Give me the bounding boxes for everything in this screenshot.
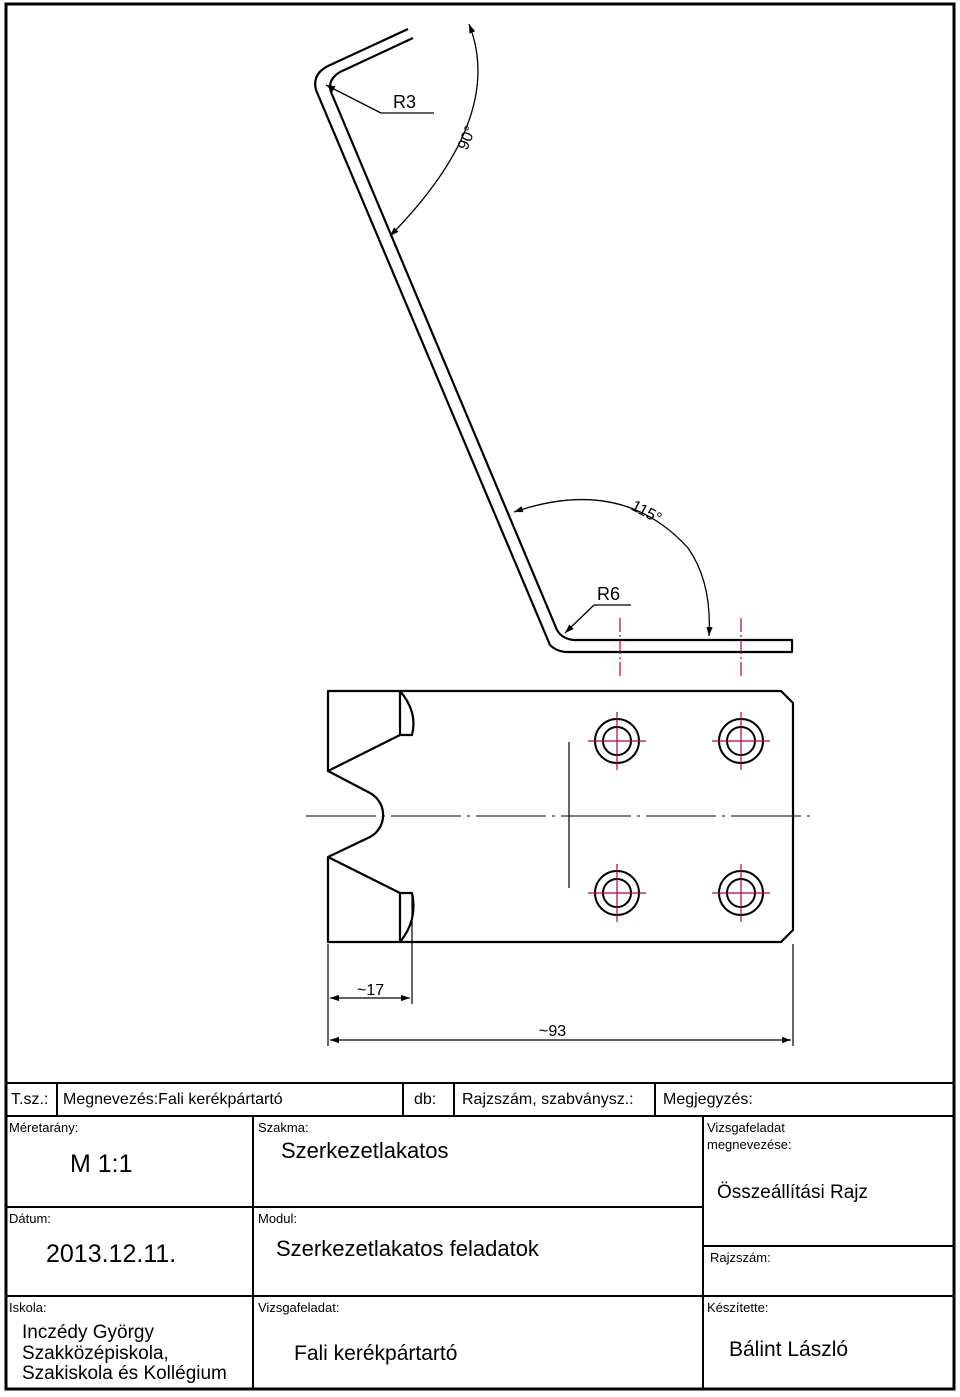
vizsgafeladat-label: Vizsgafeladat:: [258, 1300, 340, 1315]
angle-115-arc: [513, 498, 713, 637]
bracket-side-view: [314, 28, 794, 654]
iskola-value-3: Szakiskola és Kollégium: [22, 1363, 227, 1384]
megnevezes-field: Megnevezés:Fali kerékpártartó: [63, 1091, 283, 1108]
rajzszam-szabvanysz-label: Rajzszám, szabványsz.:: [462, 1091, 634, 1108]
modul-value: Szerkezetlakatos feladatok: [276, 1236, 539, 1261]
dim-17: [327, 896, 413, 1046]
dim-93-label: ~93: [539, 1023, 566, 1040]
modul-label: Modul:: [258, 1211, 298, 1226]
lower-bevel: [327, 856, 402, 942]
angle-90-arc: [389, 23, 479, 237]
megjegyzes-label: Megjegyzés:: [663, 1091, 753, 1108]
iskola-value-2: Szakközépiskola,: [22, 1343, 169, 1364]
db-label: db:: [414, 1091, 437, 1108]
rajzszam-label: Rajzszám:: [710, 1250, 771, 1265]
vizsgafeladat-megnevezese-label-2: megnevezése:: [707, 1137, 792, 1152]
hole-center-marks: [588, 712, 770, 922]
upper-bevel: [327, 691, 402, 772]
plate-top-view: [326, 689, 795, 944]
plate-outline: [326, 689, 795, 944]
r6-label: R6: [597, 584, 620, 604]
dim-93: [330, 944, 794, 1046]
keszitette-label: Készítette:: [707, 1300, 769, 1315]
mounting-holes: [594, 718, 764, 916]
r3-dimension: [325, 84, 434, 114]
angle-90-dimension: [389, 23, 479, 237]
datum-label: Dátum:: [9, 1211, 51, 1226]
iskola-label: Iskola:: [9, 1300, 47, 1315]
angle-90-label: 90°: [455, 124, 480, 153]
vizsgafeladat-megnevezese-value: Összeállítási Rajz: [717, 1182, 868, 1203]
vizsgafeladat-megnevezese-label-1: Vizsgafeladat: [707, 1120, 785, 1135]
upper-bevel-curve: [399, 690, 415, 737]
drawing-frame: [4, 2, 956, 1391]
bracket-outer-contour: [314, 28, 794, 654]
meretarany-label: Méretarány:: [9, 1120, 79, 1135]
szakma-value: Szerkezetlakatos: [281, 1138, 449, 1163]
iskola-value-1: Inczédy György: [22, 1322, 154, 1343]
r3-label: R3: [393, 92, 416, 112]
datum-value: 2013.12.11.: [46, 1240, 177, 1268]
szakma-label: Szakma:: [258, 1120, 309, 1135]
title-block-grid: [6, 1082, 954, 1389]
side-center-lines: [619, 618, 742, 676]
tsz-label: T.sz.:: [11, 1091, 49, 1108]
meretarany-value: M 1:1: [70, 1150, 133, 1178]
angle-115-dimension: [513, 498, 713, 637]
dim-17-label: ~17: [357, 982, 384, 999]
vizsgafeladat-value: Fali kerékpártartó: [294, 1342, 458, 1365]
keszitette-value: Bálint László: [729, 1338, 849, 1361]
r6-dimension: [564, 604, 631, 634]
